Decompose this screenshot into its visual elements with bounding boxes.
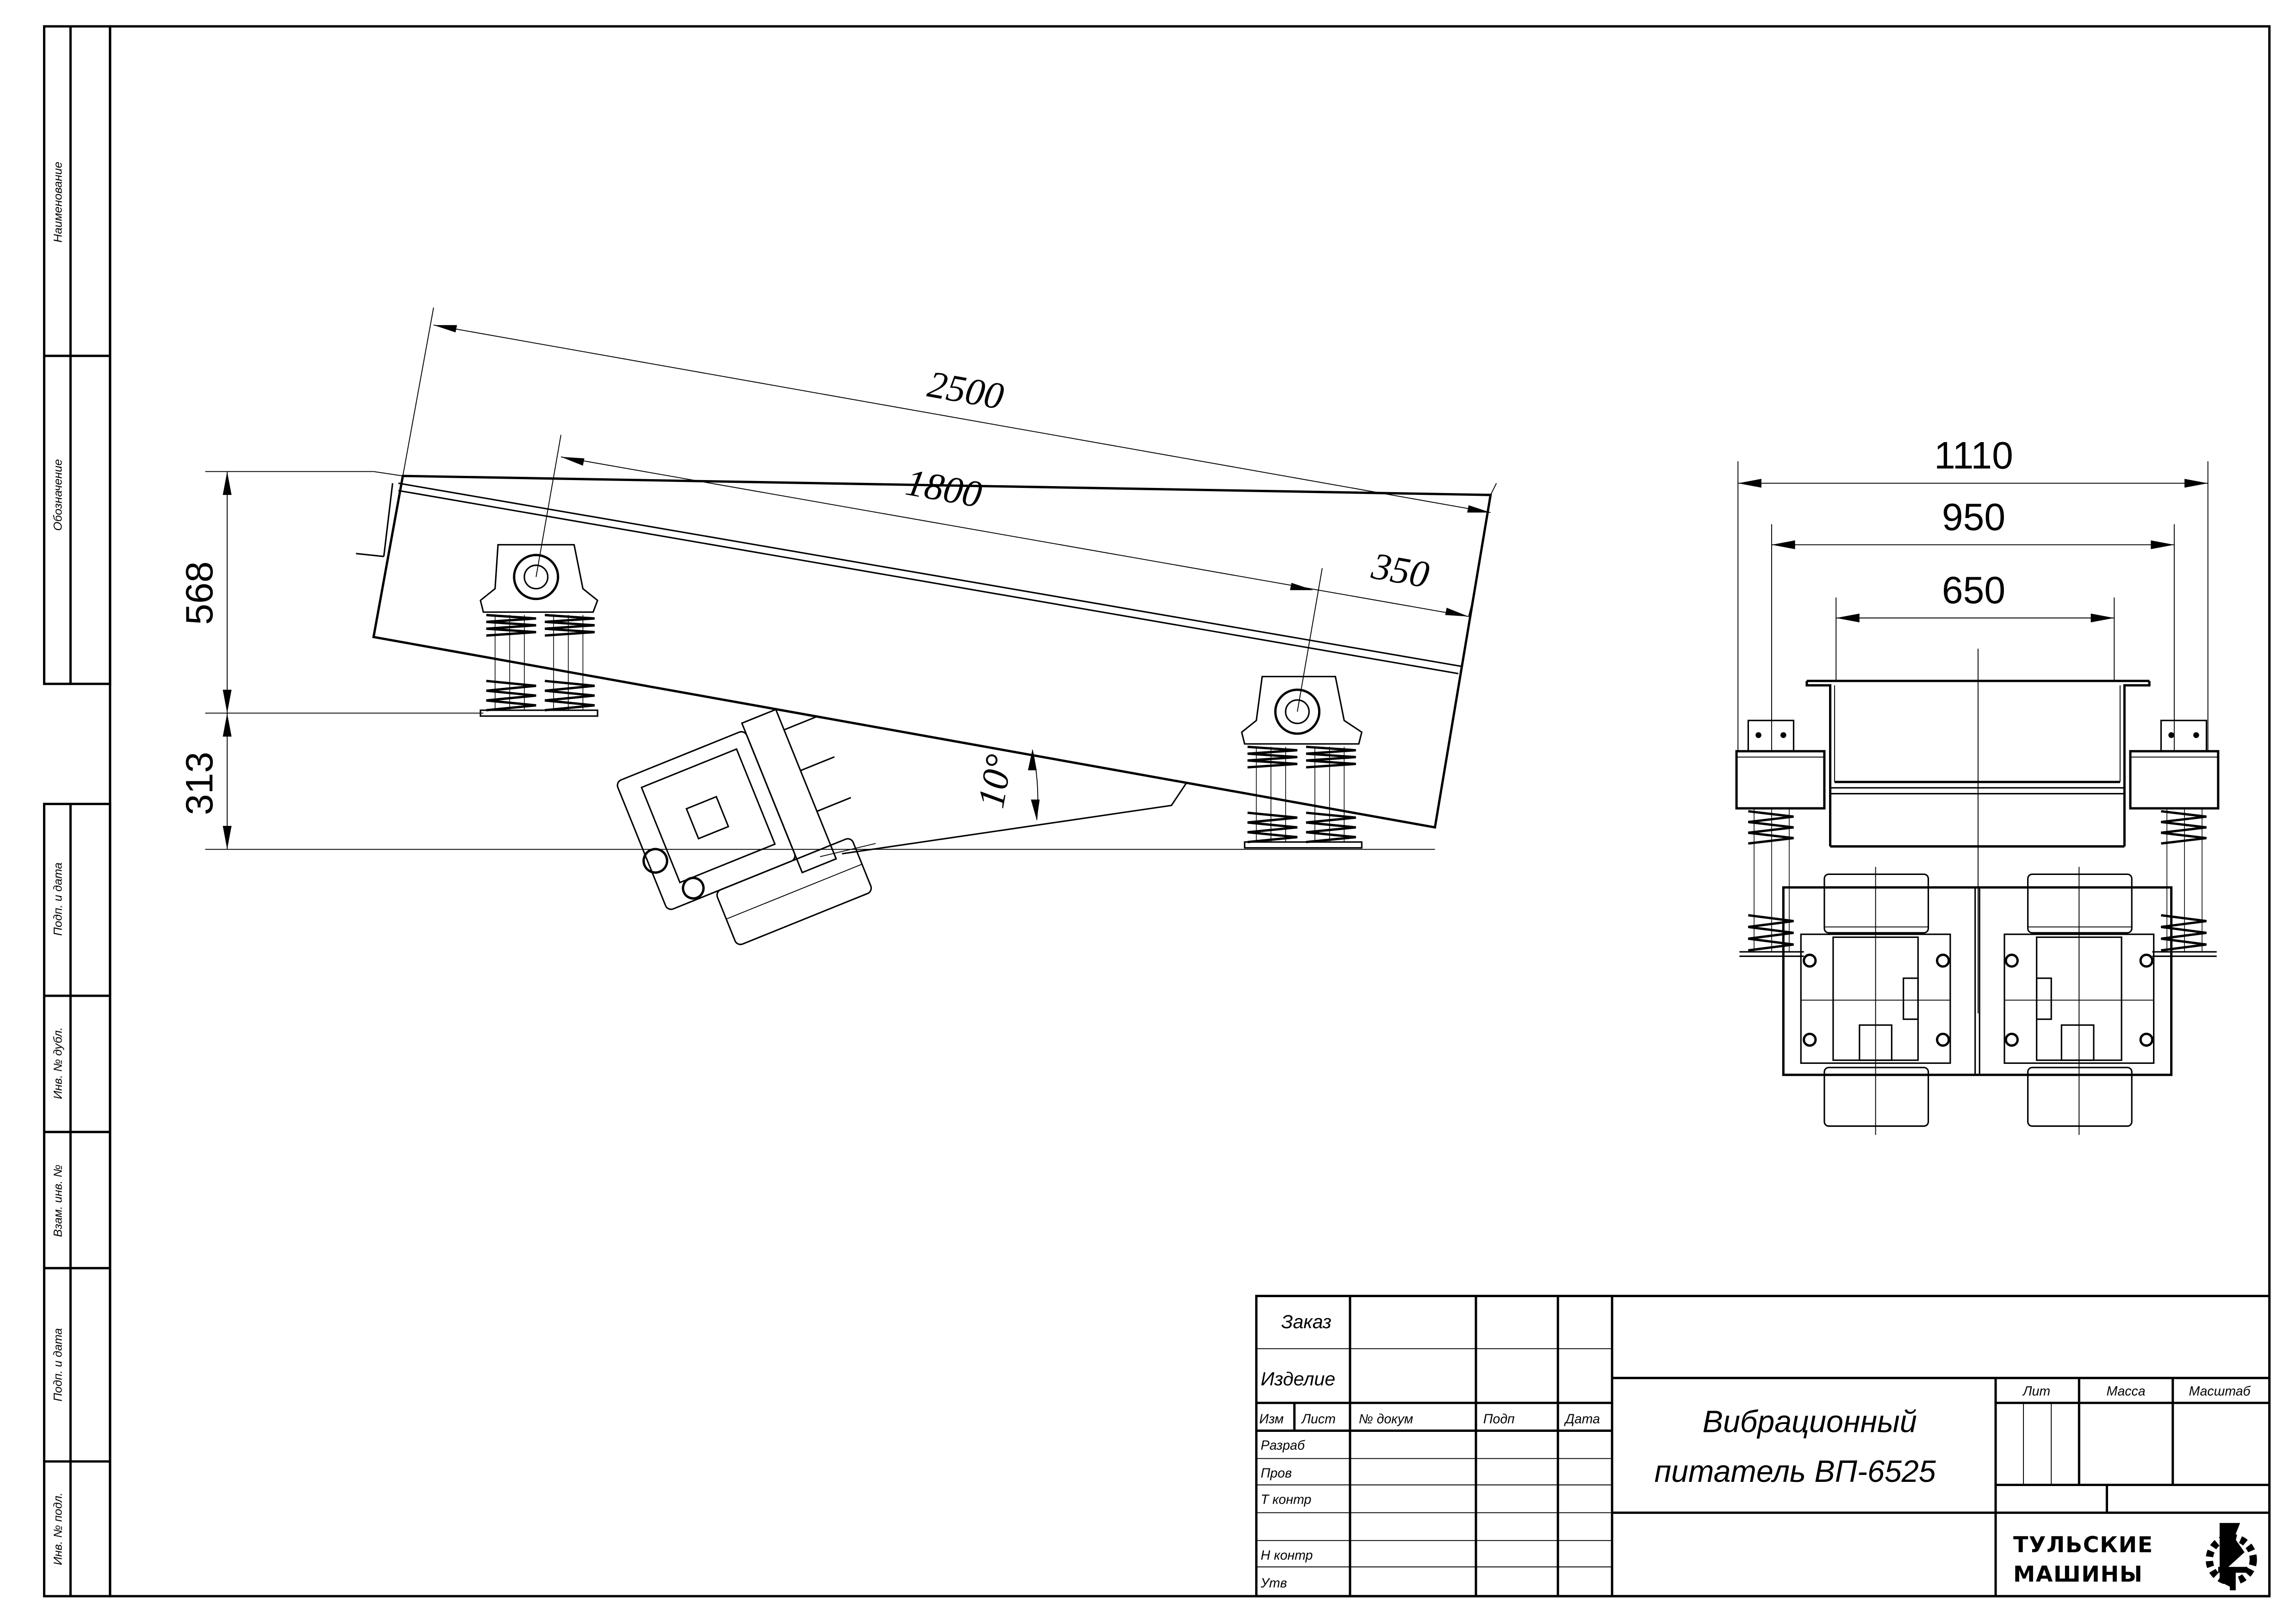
scale-label: Масштаб bbox=[2189, 1384, 2251, 1399]
dim-650-label: 650 bbox=[1942, 569, 2005, 612]
dim-1110-label: 1110 bbox=[1934, 435, 2013, 477]
vibration-motor-left bbox=[1800, 867, 1951, 1135]
lit-label: Лит bbox=[2022, 1384, 2050, 1399]
strip-label-designation: Обозначение bbox=[51, 459, 64, 531]
spring-icon bbox=[2161, 914, 2207, 952]
col-header-change: Изм bbox=[1259, 1412, 1284, 1427]
product-label: Изделие bbox=[1261, 1368, 1335, 1389]
company-logo: ТУЛЬСКИЕ МАШИНЫ bbox=[2013, 1523, 2257, 1591]
dim-313-label: 313 bbox=[179, 752, 221, 815]
spring-icon bbox=[1748, 810, 1794, 845]
role-approved: Утв bbox=[1260, 1576, 1287, 1591]
mass-label: Масса bbox=[2106, 1384, 2145, 1399]
dim-angle-label: 10° bbox=[970, 751, 1020, 811]
spring-icon bbox=[545, 614, 595, 637]
role-norm-control: Н контр bbox=[1261, 1548, 1313, 1563]
side-strip: Наименование Обозначение Подп. и дата Ин… bbox=[43, 25, 112, 1598]
side-view: 2500 1800 350 568 bbox=[179, 307, 1497, 945]
drawing-title-line1: Вибрационный bbox=[1703, 1405, 1917, 1439]
dim-950-label: 950 bbox=[1942, 496, 2005, 538]
strip-label-sign-date-2: Подп. и дата bbox=[51, 1328, 64, 1401]
front-view: 1110 950 650 bbox=[1735, 435, 2220, 1135]
dim-568-label: 568 bbox=[179, 561, 221, 625]
dim-950: 950 bbox=[1771, 496, 2175, 751]
strip-label-dup-inv: Инв. № дубл. bbox=[51, 1027, 64, 1099]
dim-1110: 1110 bbox=[1737, 435, 2209, 751]
support-wheel-left bbox=[513, 554, 560, 600]
col-header-date: Дата bbox=[1564, 1412, 1600, 1427]
spring-icon bbox=[545, 680, 595, 712]
company-name-line1: ТУЛЬСКИЕ bbox=[2013, 1532, 2153, 1558]
gear-logo-icon bbox=[2205, 1523, 2257, 1591]
trough-section bbox=[1805, 649, 2151, 1013]
motor-frame-plate bbox=[1782, 886, 2173, 1076]
company-name-line2: МАШИНЫ bbox=[2013, 1562, 2143, 1587]
dim-angle: 10° bbox=[970, 750, 1040, 820]
trough bbox=[356, 471, 1492, 857]
support-right bbox=[1241, 675, 1363, 849]
spring-icon bbox=[1247, 812, 1298, 843]
dim-350-label: 350 bbox=[1369, 544, 1432, 596]
spring-icon bbox=[1748, 914, 1794, 952]
vibration-motor bbox=[616, 708, 872, 945]
dim-568: 568 bbox=[179, 471, 484, 714]
spring-icon bbox=[486, 680, 536, 712]
dim-350: 350 bbox=[1369, 544, 1472, 617]
vibration-motor-right bbox=[2004, 867, 2155, 1135]
spring-icon bbox=[1306, 812, 1356, 843]
dim-313: 313 bbox=[179, 713, 1435, 850]
title-block: Заказ Изделие Изм Лист № докум Подп Дата… bbox=[1255, 1294, 2271, 1598]
strip-label-orig-inv: Инв. № подл. bbox=[51, 1493, 64, 1565]
strip-label-name: Наименование bbox=[51, 162, 64, 243]
role-tech-control: Т контр bbox=[1261, 1493, 1311, 1507]
drawing-title-line2: питатель ВП-6525 bbox=[1655, 1455, 1936, 1489]
spring-icon bbox=[2161, 810, 2207, 845]
order-label: Заказ bbox=[1281, 1311, 1332, 1332]
spring-icon bbox=[1247, 745, 1298, 769]
dim-650: 650 bbox=[1836, 569, 2115, 681]
role-checker: Пров bbox=[1261, 1466, 1292, 1481]
strip-label-replace-inv: Взам. инв. № bbox=[51, 1165, 64, 1237]
spring-icon bbox=[486, 614, 536, 637]
col-header-doc-no: № докум bbox=[1359, 1412, 1413, 1427]
col-header-sheet: Лист bbox=[1301, 1412, 1336, 1427]
support-wheel-right bbox=[1274, 688, 1321, 735]
col-header-signature: Подп bbox=[1483, 1412, 1515, 1427]
strip-label-sign-date-1: Подп. и дата bbox=[51, 862, 64, 936]
spring-icon bbox=[1306, 745, 1356, 769]
role-developer: Разраб bbox=[1261, 1438, 1305, 1453]
